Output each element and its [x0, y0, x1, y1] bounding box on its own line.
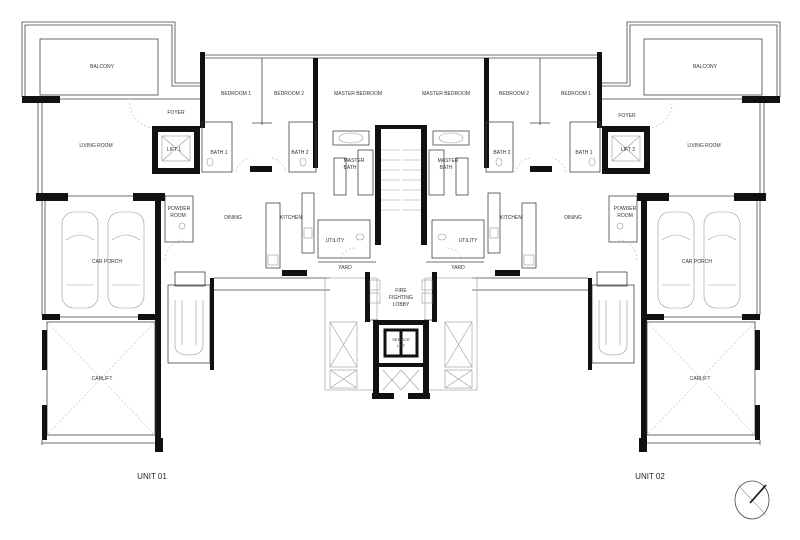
room-label-dining: DINING [224, 215, 242, 221]
room-label-bedroom-1: BEDROOM 1 [561, 91, 591, 97]
room-label-bedroom-1: BEDROOM 1 [221, 91, 251, 97]
room-label-master-bedroom: MASTER BEDROOM [422, 91, 470, 97]
room-label-utility: UTILITY [459, 238, 478, 244]
room-label-kitchen: KITCHEN [280, 215, 302, 221]
room-label-powder-room: POWDER [614, 206, 637, 212]
room-label-bath-1: BATH 1 [575, 150, 592, 156]
room-label-bath-1: BATH 1 [210, 150, 227, 156]
room-label-lift: LIFT 2 [621, 147, 636, 153]
lobby-label: FIRE [395, 288, 407, 294]
room-label-master-bath: MASTER [344, 158, 365, 164]
room-label-yard: YARD [451, 265, 465, 271]
room-label-master-bath-2: BATH [440, 165, 453, 171]
room-label-utility: UTILITY [326, 238, 345, 244]
room-label-carlift: CARLIFT [690, 376, 711, 382]
room-label-lift: LIFT 1 [167, 147, 182, 153]
room-label-foyer: FOYER [167, 110, 185, 116]
room-label-master-bath-2: BATH [344, 165, 357, 171]
room-label-living-room: LIVING ROOM [687, 143, 720, 149]
lobby-label-3: LOBBY [393, 302, 410, 308]
unit-01-title: UNIT 01 [137, 472, 167, 481]
room-label-bath-2: BATH 2 [493, 150, 510, 156]
service-lift-label: SERVICE [392, 337, 410, 342]
room-label-bath-2: BATH 2 [291, 150, 308, 156]
unit-02-plan [401, 22, 780, 452]
room-label-master-bedroom: MASTER BEDROOM [334, 91, 382, 97]
room-label-car-porch: CAR PORCH [92, 259, 122, 265]
room-label-carlift: CARLIFT [92, 376, 113, 382]
unit-01-plan [22, 22, 401, 452]
room-label-powder-room-2: ROOM [170, 213, 186, 219]
room-label-bedroom-2: BEDROOM 2 [274, 91, 304, 97]
room-label-balcony: BALCONY [90, 64, 115, 70]
lobby-label-2: FIGHTING [389, 295, 413, 301]
unit-01-labels: BALCONY FOYER LIVING ROOM LIFT 1 BEDROOM… [79, 64, 382, 481]
north-arrow-icon [734, 480, 770, 520]
room-label-master-bath: MASTER [438, 158, 459, 164]
core-labels: FIRE FIGHTING LOBBY SERVICE LIFT [389, 288, 413, 348]
room-label-powder-room-2: ROOM [617, 213, 633, 219]
room-label-powder-room: POWDER [168, 206, 191, 212]
service-lift-label-2: LIFT [397, 343, 406, 348]
room-label-living-room: LIVING ROOM [79, 143, 112, 149]
unit-02-labels: BALCONY FOYER LIVING ROOM LIFT 2 BEDROOM… [422, 64, 721, 481]
room-label-bedroom-2: BEDROOM 2 [499, 91, 529, 97]
room-label-car-porch: CAR PORCH [682, 259, 712, 265]
room-label-kitchen: KITCHEN [500, 215, 522, 221]
room-label-foyer: FOYER [618, 113, 636, 119]
unit-02-title: UNIT 02 [635, 472, 665, 481]
room-label-balcony: BALCONY [693, 64, 718, 70]
room-label-yard: YARD [338, 265, 352, 271]
room-label-dining: DINING [564, 215, 582, 221]
